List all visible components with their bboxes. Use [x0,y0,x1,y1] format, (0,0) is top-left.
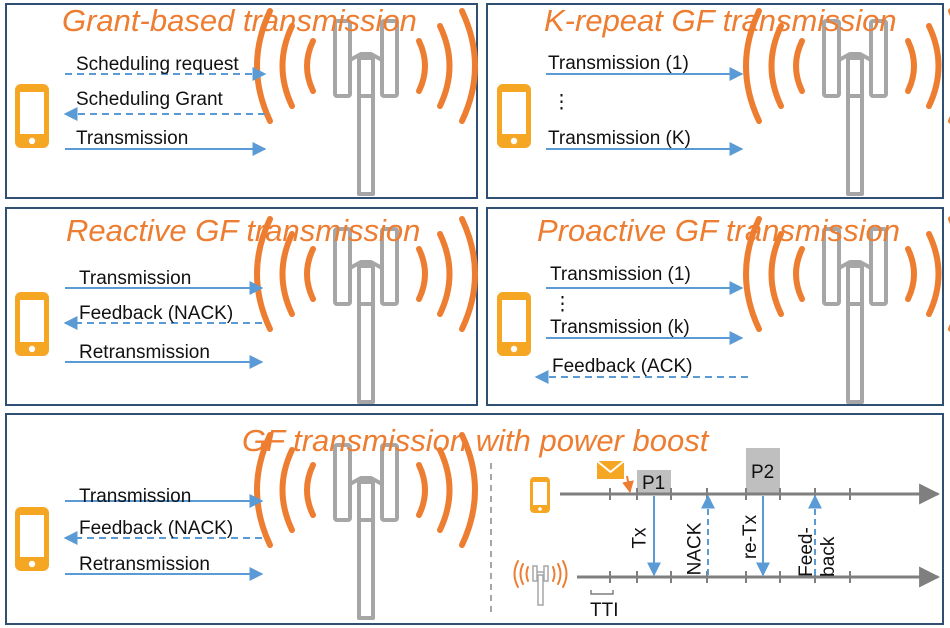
arrow-label: Feedback (NACK) [79,303,234,324]
phone-icon [15,292,49,356]
arrow-label: Transmission [76,128,189,149]
panel-title: Grant-based transmission [62,3,417,38]
arrow-label: Retransmission [79,342,210,363]
phone-icon [15,507,49,571]
arrow-label: Scheduling Grant [76,89,223,110]
arrow-label: Transmission (K) [548,128,691,149]
tower-icon-small [513,560,568,606]
tower-icon [257,435,475,618]
arrow-label: Transmission [79,268,192,289]
panel-title: Reactive GF transmission [66,213,421,248]
feedback-label: Feed- back [795,527,839,577]
arrow-label: Transmission (1) [550,264,691,285]
ellipsis-label: ⋮ [552,92,571,113]
panel-title: GF transmission with power boost [242,423,709,458]
slot-p1 [637,470,671,494]
panel-reactive [5,207,478,406]
arrow-label: Transmission (1) [548,53,689,74]
nack-label: NACK [684,522,706,576]
panel-title: K-repeat GF transmission [544,3,897,38]
arrow-label: Feedback (NACK) [79,518,234,539]
slot-p2 [746,448,780,494]
panel-k-repeat [486,3,944,199]
slot-label-p1: P1 [642,473,666,494]
arrow-label: Feedback (ACK) [552,356,693,377]
arrow-label: Retransmission [79,554,210,575]
phone-icon [15,84,49,148]
ellipsis-label: ⋮ [553,294,572,315]
retx-label: re-Tx [740,514,762,560]
panel-title: Proactive GF transmission [537,213,900,248]
envelope-icon [596,460,625,479]
arrow-label: Scheduling request [76,54,239,75]
panel-grant-based [5,3,478,199]
panel-proactive [486,207,944,406]
tti-label: TTI [590,600,619,621]
panel-power-boost [5,413,944,625]
phone-icon-small [530,477,550,513]
arrow-label: Transmission (k) [550,317,690,338]
phone-icon [497,292,531,356]
arrow-label: Transmission [79,486,192,507]
tx-label: Tx [629,527,651,549]
phone-icon [497,84,531,148]
slot-label-p2: P2 [751,462,775,483]
